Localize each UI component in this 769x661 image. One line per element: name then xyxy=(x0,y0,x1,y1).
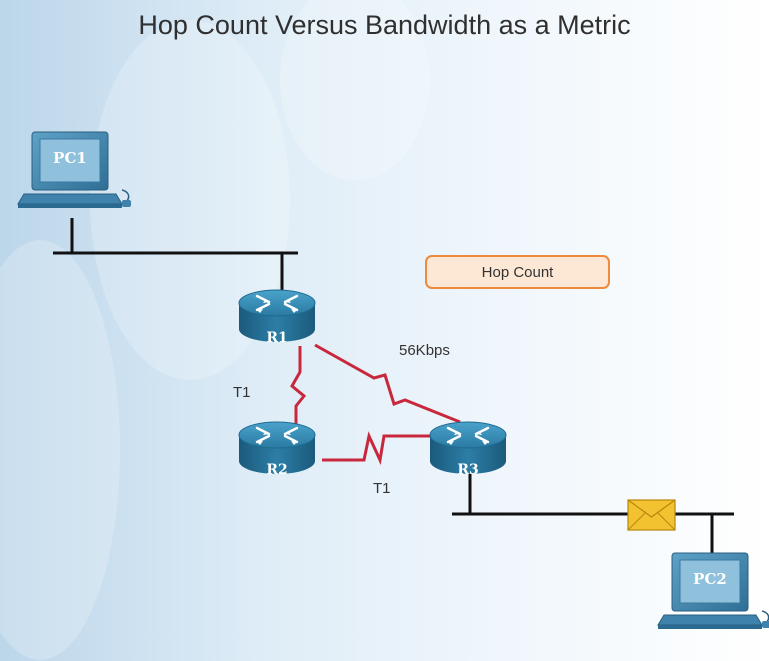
link-label-t1-r2-r3: T1 xyxy=(373,480,391,497)
pc1-label: PC1 xyxy=(53,149,87,167)
serial-link-r1-r3 xyxy=(314,343,461,424)
pc2-label: PC2 xyxy=(693,570,727,588)
pc1-computer: PC1 xyxy=(17,131,132,209)
link-label-56kbps: 56Kbps xyxy=(399,342,450,359)
router-r2-label: R2 xyxy=(266,462,287,478)
pc2-computer: PC2 xyxy=(657,552,769,630)
router-r2: R2 xyxy=(237,420,317,478)
hop-count-button[interactable]: Hop Count xyxy=(425,255,610,289)
router-r1: R1 xyxy=(237,288,317,346)
packet-envelope-icon xyxy=(627,499,676,531)
link-label-t1-r1-r2: T1 xyxy=(233,384,251,401)
router-r3-label: R3 xyxy=(457,462,478,478)
serial-link-r2-r3 xyxy=(322,431,432,466)
router-r3: R3 xyxy=(428,420,508,478)
router-r1-label: R1 xyxy=(266,330,287,346)
background-shape xyxy=(280,0,430,180)
diagram-title: Hop Count Versus Bandwidth as a Metric xyxy=(138,10,631,40)
serial-link-r1-r2 xyxy=(290,346,307,424)
